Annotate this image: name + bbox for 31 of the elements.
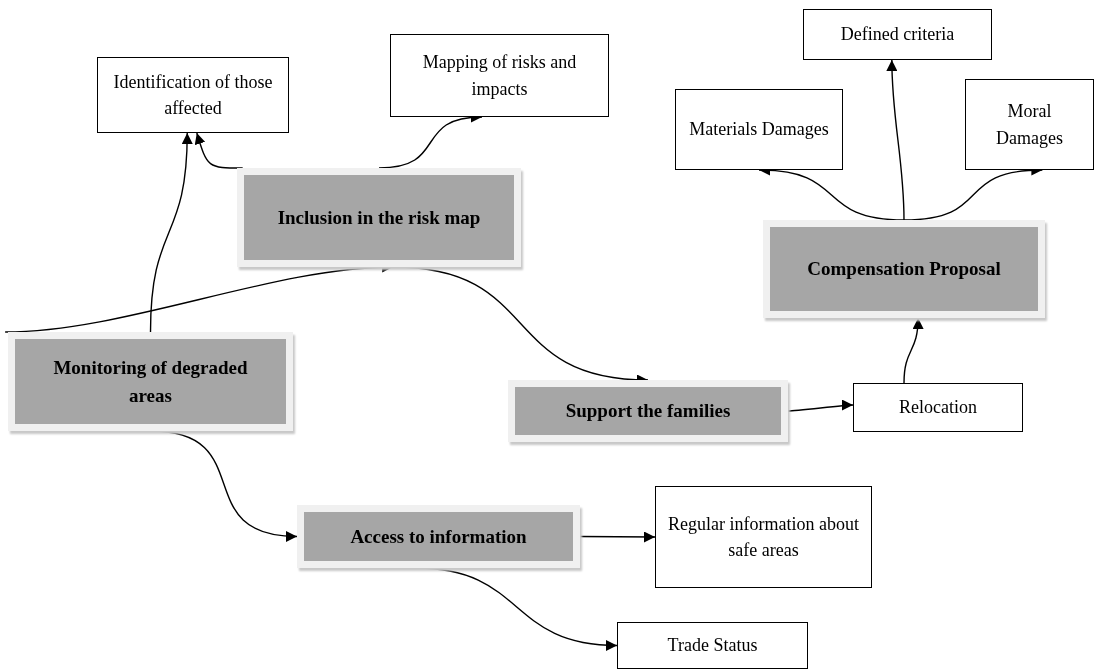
process-box: [297, 505, 580, 568]
outcome-box: [390, 34, 609, 117]
process-box: [508, 380, 788, 442]
node-label: Identification of those affected: [112, 70, 274, 120]
process-box: [237, 168, 521, 267]
arrow: [787, 399, 854, 412]
node-label: Access to information: [350, 524, 527, 549]
node-label: Inclusion in the risk map: [277, 205, 481, 230]
outcome-box: [617, 622, 808, 669]
arrow: [149, 132, 193, 333]
outcome-box: [655, 486, 872, 588]
node-label: Monitoring of degraded areas: [52, 355, 249, 408]
outcome-box: [97, 57, 289, 133]
node-label: Compensation Proposal: [807, 257, 1001, 282]
node-label: Materials Damages: [689, 118, 829, 142]
node-label: Defined criteria: [840, 23, 955, 47]
node-label: Mapping of risks and impacts: [421, 51, 578, 101]
node-label: Relocation: [899, 396, 977, 420]
outcome-box: [803, 9, 992, 60]
arrow: [579, 531, 656, 543]
node-label: Trade Status: [667, 634, 758, 658]
node-label: Support the families: [565, 399, 731, 424]
node-label: Regular information about safe areas: [667, 512, 860, 562]
arrow: [903, 317, 924, 384]
arrow: [886, 59, 905, 221]
process-box: [8, 332, 293, 431]
process-box: [763, 220, 1045, 318]
node-label: Moral Damages: [995, 100, 1064, 150]
outcome-box: [853, 383, 1023, 432]
outcome-box: [965, 79, 1094, 170]
outcome-box: [675, 89, 843, 170]
